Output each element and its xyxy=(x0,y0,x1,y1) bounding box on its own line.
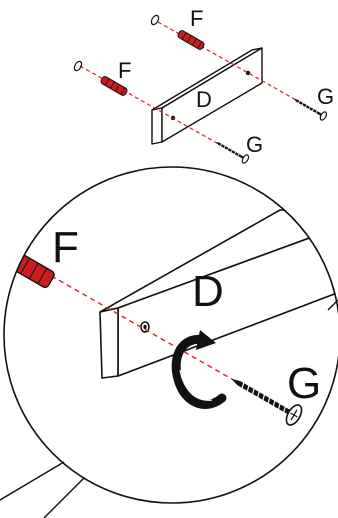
dowel-f-left-small xyxy=(100,76,128,96)
screw-g-zoom xyxy=(231,379,303,426)
ring-left-small xyxy=(73,60,83,72)
zoom-detail: F D G xyxy=(0,166,338,518)
clockwise-rotate-arrow-icon xyxy=(171,330,227,409)
label-f-left: F xyxy=(118,58,131,83)
dowel-f-zoom xyxy=(4,247,55,289)
zoom-circle xyxy=(3,166,338,504)
label-g-bottom: G xyxy=(246,132,263,157)
label-d-zoom: D xyxy=(192,267,224,316)
screw-g-bottom-small xyxy=(215,142,250,164)
label-g-zoom: G xyxy=(287,359,321,408)
label-d-small: D xyxy=(196,87,212,112)
magnifier-handle-bottom xyxy=(43,477,85,518)
label-f-zoom: F xyxy=(52,223,79,272)
board-d-small xyxy=(151,47,263,145)
board-d-zoom xyxy=(99,209,338,379)
screw-g-right-small xyxy=(293,99,328,121)
overview-illustration: F F D G G xyxy=(73,6,334,164)
magnifier-handle-top xyxy=(0,461,65,501)
ring-top-small xyxy=(150,14,160,26)
edge-line-right xyxy=(327,299,338,311)
label-f-top: F xyxy=(190,6,203,31)
dowel-f-top-small xyxy=(177,30,205,50)
label-g-right: G xyxy=(317,84,334,109)
